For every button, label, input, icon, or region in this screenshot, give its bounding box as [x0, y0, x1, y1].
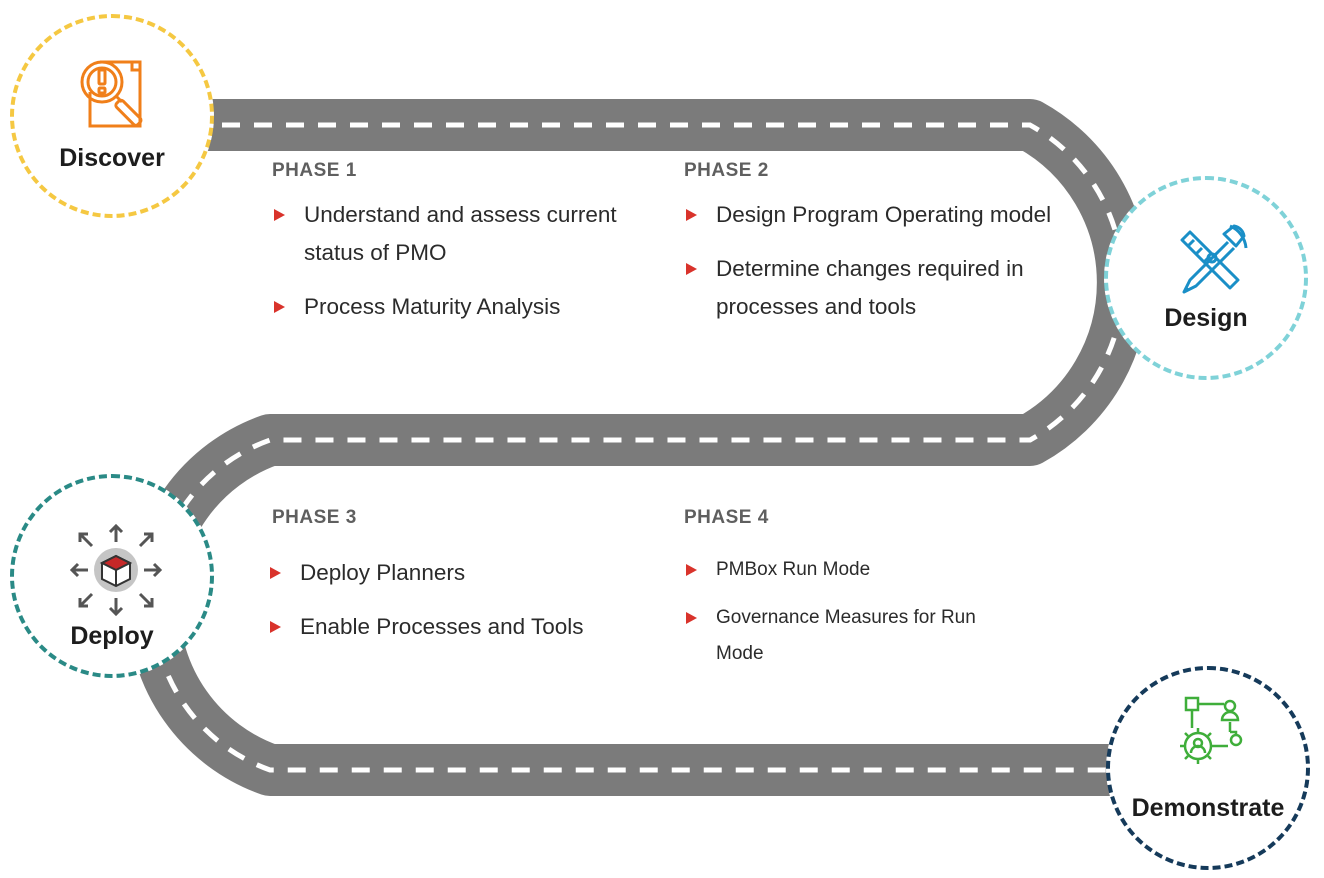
bullet-arrow-icon	[274, 301, 285, 313]
bullet-arrow-icon	[274, 209, 285, 221]
deploy-cube-icon	[69, 523, 163, 617]
stage-discover: Discover	[10, 14, 214, 218]
stage-demonstrate: Demonstrate	[1106, 666, 1310, 870]
stage-label: Design	[1164, 304, 1248, 332]
bullet-arrow-icon	[686, 263, 697, 275]
phase-1-title: PHASE 1	[272, 160, 357, 181]
phase-3-list: Deploy Planners Enable Processes and Too…	[268, 554, 598, 662]
stage-label: Demonstrate	[1131, 794, 1285, 822]
phase-2-title: PHASE 2	[684, 160, 769, 181]
bullet-arrow-icon	[686, 564, 697, 576]
list-item: Deploy Planners	[268, 554, 598, 592]
phase-2-list: Design Program Operating model Determine…	[684, 196, 1104, 342]
stage-deploy: Deploy	[10, 474, 214, 678]
list-item: PMBox Run Mode	[684, 552, 1014, 588]
list-item: Process Maturity Analysis	[272, 288, 632, 326]
phase-4-title: PHASE 4	[684, 507, 769, 528]
bullet-arrow-icon	[270, 567, 281, 579]
stage-label: Deploy	[70, 622, 154, 650]
bullet-arrow-icon	[686, 612, 697, 624]
bullet-arrow-icon	[686, 209, 697, 221]
list-item: Governance Measures for Run Mode	[684, 600, 1014, 672]
bullet-arrow-icon	[270, 621, 281, 633]
phase-4-list: PMBox Run Mode Governance Measures for R…	[684, 552, 1014, 684]
list-item: Enable Processes and Tools	[268, 608, 598, 646]
list-item: Determine changes required in processes …	[684, 250, 1104, 326]
list-item: Design Program Operating model	[684, 196, 1104, 234]
gear-person-network-icon	[1180, 696, 1243, 764]
stage-design: Design	[1104, 176, 1308, 380]
stage-label: Discover	[59, 144, 165, 172]
magnifier-document-icon	[80, 60, 143, 128]
design-tools-icon	[1180, 224, 1248, 294]
phase-3-title: PHASE 3	[272, 507, 357, 528]
list-item: Understand and assess current status of …	[272, 196, 632, 272]
phase-1-list: Understand and assess current status of …	[272, 196, 632, 342]
